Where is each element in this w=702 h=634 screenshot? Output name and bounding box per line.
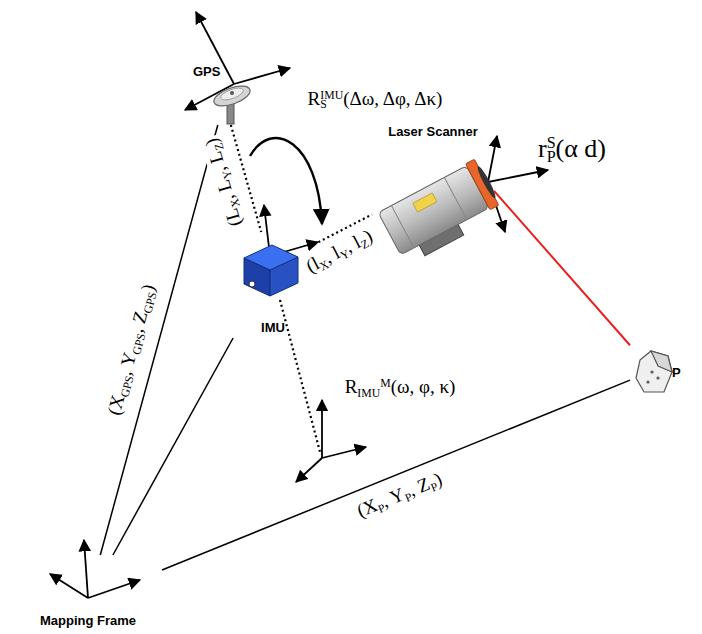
gps-axes [234,68,290,84]
vector-label: (lX, lY, lZ) [301,224,379,280]
text-run: R [308,88,321,109]
text-run: (ω, φ, κ) [391,376,456,397]
gps-antenna: GPS [185,60,260,125]
text-run: IMU [261,320,285,335]
vector-label: (XGPS, YGPS, ZGPS) [102,280,162,420]
gps-axes [185,12,290,110]
laser-scanner-icon [444,177,467,219]
vector-label: rPS(α d) [536,134,608,166]
laser-beam [494,191,630,345]
imu-icon [249,281,255,287]
gps-antenna-icon [211,82,252,124]
local-frame-axes [321,400,323,458]
laser-scanner-icon [378,166,489,255]
text-run: r [538,134,547,163]
boresight-rotation-label: RSIMU(Δω, Δφ, Δκ) [306,88,445,112]
text-run: (α d) [556,134,606,163]
scanner-axes [488,170,548,182]
laser-scanner-icon [466,159,499,210]
gps-antenna-icon [230,91,234,95]
text-run: M [380,376,390,389]
vector-label: (XP, YP, ZP) [352,467,448,525]
mapping-frame: Mapping Frame [30,555,162,631]
text-run: (L [220,206,245,229]
imu-icon [244,245,298,296]
point-position-vector [162,380,630,570]
target-point-icon [651,351,672,372]
text-run: R [345,376,358,397]
laser-scanner-icon [377,158,506,266]
vector-label: (LX, LY, LZ) [200,133,249,231]
mapping-frame-axes [84,540,88,598]
laser-scanner-icon [391,206,414,248]
node-label: GPS [193,64,220,79]
local-frame-axes [322,447,366,458]
target-point: P [630,345,698,395]
text-run: IMU [357,386,380,399]
text-run: GPS [130,332,148,356]
node-label: Mapping Frame [40,613,136,628]
node-label: Laser Scanner [388,124,478,139]
target-point-icon [636,351,672,392]
text-run: GPS [118,374,136,398]
text-run: S [547,134,556,151]
text-run: GPS [141,291,159,315]
scanner-axes [488,136,497,182]
text-run: GPS [193,64,220,79]
text-run: Laser Scanner [388,124,478,139]
laser-scanner: Laser Scanner [372,120,494,260]
text-run: Mapping Frame [40,613,136,628]
target-point-icon [657,377,659,379]
target-point-icon [651,371,653,373]
target-point-icon [647,381,649,383]
local-frame-axes [296,400,366,482]
node-label: P [672,365,681,380]
imu-position-vector [113,338,233,555]
text-run: IMU [320,88,343,101]
laser-scanner-icon [413,193,437,212]
imu-icon [244,245,298,270]
attitude-rotation-label: RIMUM(ω, φ, κ) [343,376,458,400]
mapping-frame-axes [50,540,140,598]
text-run: P [672,365,681,380]
text-run: (X [354,494,380,521]
gps-position-vector [100,125,218,555]
gps-antenna-icon [219,86,245,103]
node-label: IMU [261,320,285,335]
imu-to-frame-dotted-line [280,300,320,452]
gps-antenna-icon [211,82,252,110]
target-point-icon [636,351,672,392]
laser-scanner-icon [475,165,497,200]
imu-unit: IMU [232,232,314,338]
text-run: (Δω, Δφ, Δκ) [343,88,442,109]
mapping-frame-axes [50,574,88,598]
mapping-frame-axes [88,580,140,598]
boresight-rotation-arrow [250,138,322,224]
local-frame-axes [296,458,322,482]
